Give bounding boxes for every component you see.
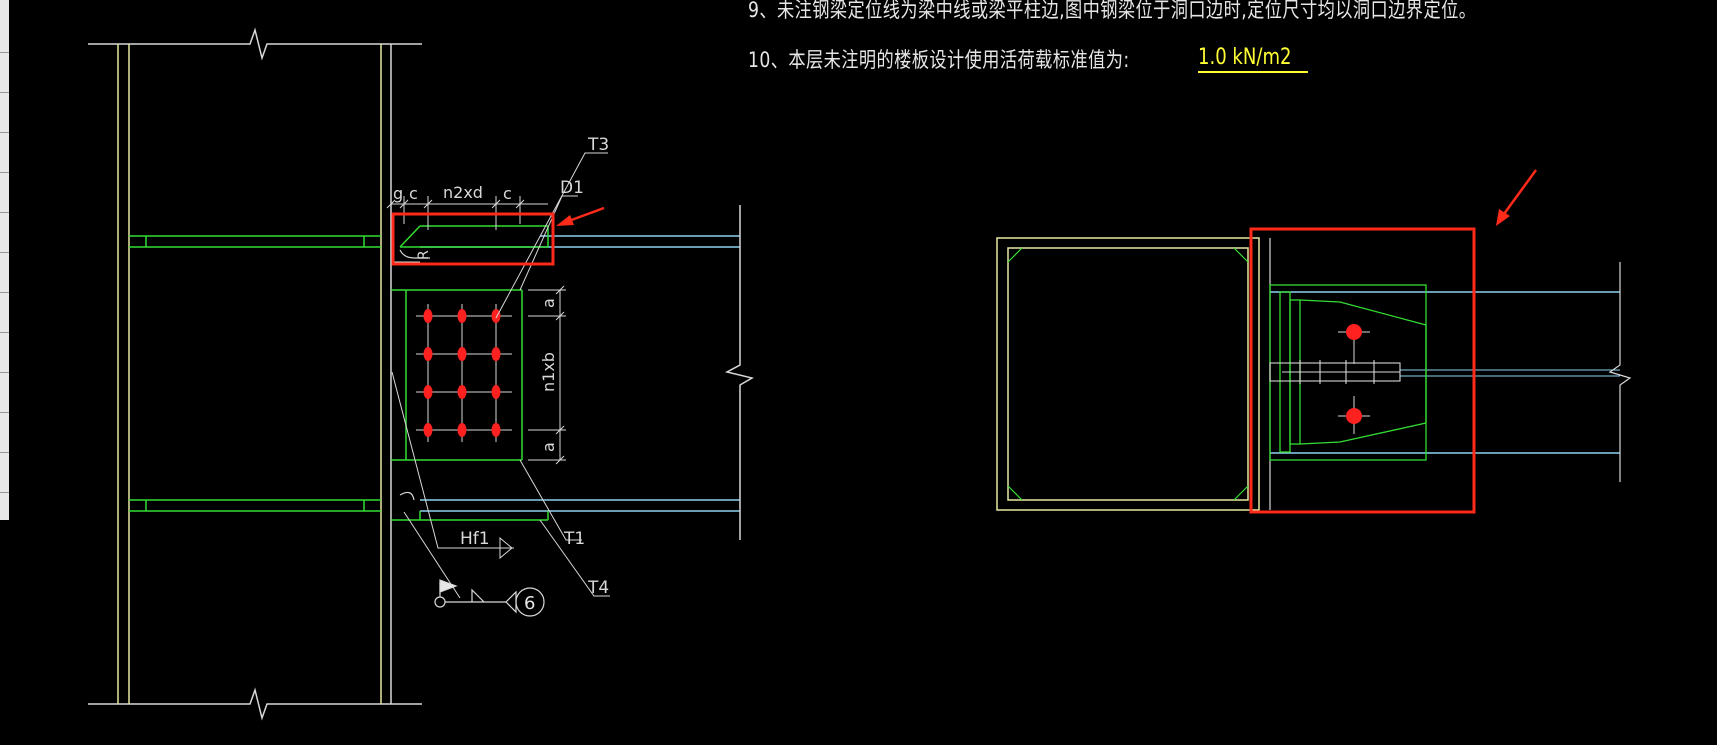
detail-reference-number: 6 <box>524 593 535 614</box>
dim-label-c-right: c <box>503 184 512 203</box>
right-dimension-chain <box>528 285 566 465</box>
weld-symbol <box>434 579 545 617</box>
lower-stiffener <box>129 499 381 512</box>
leader-t1 <box>519 459 582 541</box>
bolt <box>423 385 433 399</box>
top-break-line <box>88 27 422 61</box>
bolt <box>491 423 501 437</box>
dim-label-n2xd: n2xd <box>443 183 483 202</box>
bolt <box>457 385 467 399</box>
label-t1: T1 <box>563 529 585 549</box>
leader-hf1 <box>391 371 514 549</box>
bolt <box>423 309 433 323</box>
bolt <box>457 347 467 361</box>
top-flange-plate <box>399 225 549 248</box>
bolt <box>491 309 501 323</box>
highlight-box-plan-connection <box>1249 227 1476 514</box>
dim-label-n1xb: n1xb <box>539 352 558 392</box>
access-hole-bottom <box>399 491 415 501</box>
left-panel-edge <box>0 0 9 520</box>
design-note-10: 10、本层未注明的楼板设计使用活荷载标准值为: <box>748 48 1130 72</box>
leader-t4 <box>539 519 610 597</box>
bolt <box>423 347 433 361</box>
plan-bolt-lower <box>1346 408 1362 424</box>
detail-reference-circle <box>515 587 545 617</box>
label-t3: T3 <box>587 135 609 155</box>
plan-column <box>996 237 1260 511</box>
label-hf1: Hf1 <box>460 529 490 549</box>
top-dimension-chain <box>386 196 548 230</box>
plan-bolt-upper <box>1346 324 1362 340</box>
column-elevation <box>88 27 422 721</box>
bolt-grid-lines <box>416 304 512 442</box>
bottom-break-line <box>88 687 422 721</box>
bolt <box>457 309 467 323</box>
hf1-arrow <box>499 536 513 560</box>
highlight-box-top-flange <box>391 212 555 266</box>
shear-plate <box>391 289 523 461</box>
plan-view-connection <box>996 169 1632 514</box>
upper-stiffener <box>129 235 381 248</box>
label-d1: D1 <box>560 178 584 198</box>
design-note-9: 9、未注钢梁定位线为梁中线或梁平柱边,图中钢梁位于洞口边时,定位尺寸均以洞口边界… <box>748 0 1477 22</box>
dim-label-a-top: a <box>539 298 558 308</box>
dim-label-c-left: c <box>409 184 418 203</box>
dim-label-r: R <box>416 250 432 260</box>
plan-shear-tab <box>1269 360 1401 384</box>
live-load-value: 1.0 kN/m2 <box>1198 45 1308 73</box>
highlight-arrow-right <box>1496 169 1538 226</box>
plan-column-corners <box>1007 247 1249 501</box>
dim-label-a-bottom: a <box>539 442 558 452</box>
bolt <box>457 423 467 437</box>
bolt <box>491 347 501 361</box>
bottom-flange-plate <box>391 511 549 521</box>
highlight-arrow-left <box>556 206 605 226</box>
bolt <box>423 423 433 437</box>
label-t4: T4 <box>587 578 609 598</box>
bolt-group <box>423 309 501 437</box>
dim-label-g: g <box>393 184 403 203</box>
beam-break-line <box>724 205 754 540</box>
beam-connection-elevation: g c n2xd c R a n1xb a T3 <box>386 135 754 617</box>
plan-beam-break-line <box>1608 262 1632 482</box>
bolt <box>491 385 501 399</box>
leader-d1 <box>519 195 578 291</box>
access-hole-top <box>399 249 430 259</box>
